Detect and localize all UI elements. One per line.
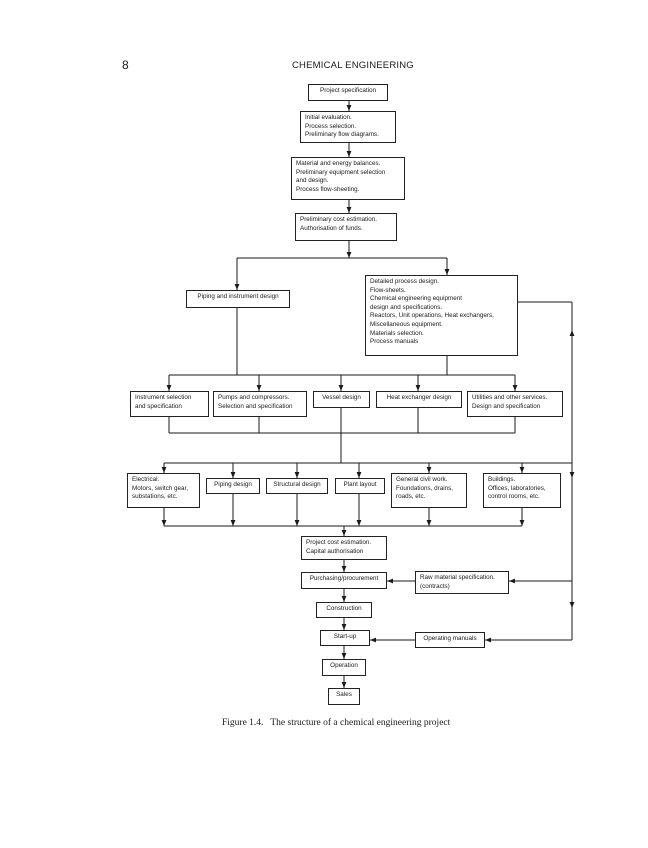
- page-number: 8: [122, 58, 129, 72]
- vessel-design-box: Vessel design: [313, 391, 370, 408]
- buildings-box: Buildings. Offices, laboratories, contro…: [483, 473, 561, 508]
- piping-design-box: Piping design: [206, 478, 260, 494]
- plant-layout-box: Plant layout: [335, 478, 385, 494]
- operating-manuals-box: Operating manuals: [415, 632, 485, 648]
- running-title: CHEMICAL ENGINEERING: [292, 60, 414, 71]
- electrical-box: Electrical. Motors, switch gear, substat…: [127, 473, 200, 508]
- structural-design-box: Structural design: [266, 478, 328, 494]
- heat-exchanger-design-box: Heat exchanger design: [376, 391, 462, 408]
- preliminary-cost-box: Preliminary cost estimation. Authorisati…: [295, 213, 397, 241]
- figure-caption: Figure 1.4. The structure of a chemical …: [222, 718, 451, 728]
- utilities-services-box: Utilities and other services. Design and…: [467, 391, 563, 417]
- initial-evaluation-box: Initial evaluation. Process selection. P…: [300, 111, 396, 143]
- civil-work-box: General civil work. Foundations, drains,…: [391, 473, 467, 508]
- material-energy-balance-box: Material and energy balances. Preliminar…: [291, 157, 405, 200]
- instrument-selection-box: Instrument selection and specification: [130, 391, 209, 417]
- start-up-box: Start-up: [320, 630, 370, 646]
- project-specification-box: Project specification: [308, 84, 388, 101]
- project-cost-estimation-box: Project cost estimation. Capital authori…: [301, 536, 387, 560]
- sales-box: Sales: [328, 688, 360, 705]
- construction-box: Construction: [316, 602, 372, 618]
- detailed-process-design-box: Detailed process design. Flow-sheets. Ch…: [365, 275, 518, 356]
- raw-material-specification-box: Raw material specification. (contracts): [415, 571, 509, 594]
- piping-instrument-design-box: Piping and instrument design: [186, 290, 290, 308]
- operation-box: Operation: [322, 659, 366, 676]
- pumps-compressors-box: Pumps and compressors. Selection and spe…: [213, 391, 307, 417]
- purchasing-procurement-box: Purchasing/procurement: [301, 572, 387, 589]
